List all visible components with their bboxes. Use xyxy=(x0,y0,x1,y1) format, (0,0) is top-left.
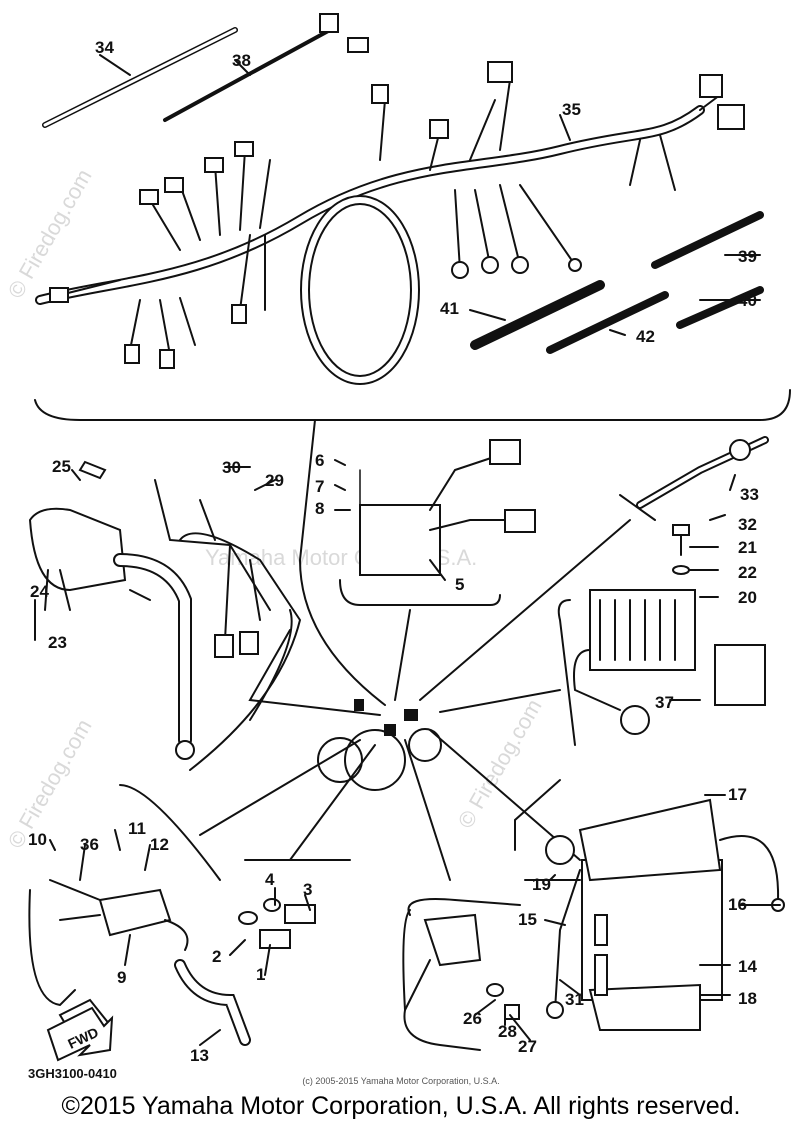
callout-12: 12 xyxy=(150,835,169,854)
copyright-footer: ©2015 Yamaha Motor Corporation, U.S.A. A… xyxy=(61,1092,741,1120)
callout-15: 15 xyxy=(518,910,537,929)
harness-linework xyxy=(28,13,791,1051)
callout-8: 8 xyxy=(315,499,324,518)
small-copyright: (c) 2005-2015 Yamaha Motor Corporation, … xyxy=(302,1076,500,1086)
callout-23: 23 xyxy=(48,633,67,652)
callout-18: 18 xyxy=(738,989,757,1008)
callout-35: 35 xyxy=(562,100,581,119)
callout-2: 2 xyxy=(212,947,221,966)
callout-30: 30 xyxy=(222,458,241,477)
callout-10: 10 xyxy=(28,830,47,849)
callout-13: 13 xyxy=(190,1046,209,1065)
callout-4: 4 xyxy=(265,870,275,889)
watermark-site-3: © Firedog.com xyxy=(453,695,547,833)
callout-6: 6 xyxy=(315,451,324,470)
callout-38: 38 xyxy=(232,51,251,70)
callout-7: 7 xyxy=(315,477,324,496)
callout-41: 41 xyxy=(440,299,459,318)
callout-17: 17 xyxy=(728,785,747,804)
callout-42: 42 xyxy=(636,327,655,346)
callout-11: 11 xyxy=(128,819,146,838)
watermark-site-2: © Firedog.com xyxy=(3,715,97,853)
callout-37: 37 xyxy=(655,693,674,712)
callout-9: 9 xyxy=(117,968,126,987)
callout-5: 5 xyxy=(455,575,464,594)
callout-31: 31 xyxy=(565,990,584,1009)
callout-20: 20 xyxy=(738,588,757,607)
callout-1: 1 xyxy=(256,965,265,984)
callout-29: 29 xyxy=(265,471,284,490)
callout-33: 33 xyxy=(740,485,759,504)
callout-16: 16 xyxy=(728,895,747,914)
callout-3: 3 xyxy=(303,880,312,899)
callout-34: 34 xyxy=(95,38,114,57)
callout-27: 27 xyxy=(518,1037,537,1056)
callout-32: 32 xyxy=(738,515,757,534)
callout-24: 24 xyxy=(30,582,49,601)
callout-21: 21 xyxy=(738,538,757,557)
callout-19: 19 xyxy=(532,875,551,894)
callout-26: 26 xyxy=(463,1009,482,1028)
callout-28: 28 xyxy=(498,1022,517,1041)
callout-36: 36 xyxy=(80,835,99,854)
callout-40: 40 xyxy=(738,291,757,310)
callout-25: 25 xyxy=(52,457,71,476)
callout-39: 39 xyxy=(738,247,757,266)
fwd-arrow: FWD xyxy=(46,1006,114,1062)
watermark-site-1: © Firedog.com xyxy=(3,165,97,303)
callout-22: 22 xyxy=(738,563,757,582)
part-number: 3GH3100-0410 xyxy=(28,1066,117,1081)
callout-14: 14 xyxy=(738,957,757,976)
